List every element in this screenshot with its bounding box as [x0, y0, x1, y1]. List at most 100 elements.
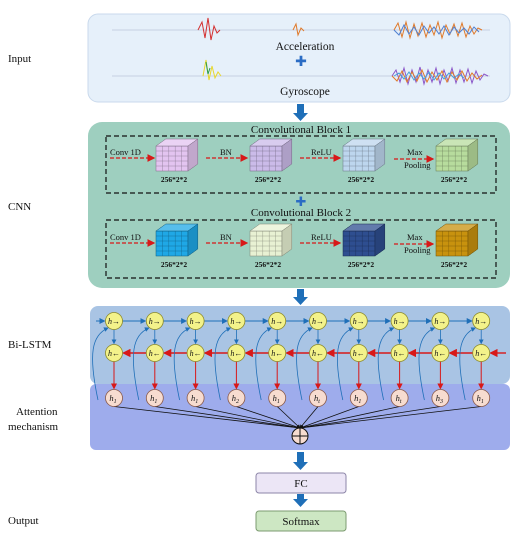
attention-weight-line	[299, 406, 400, 430]
attention-node-label: h1	[109, 393, 116, 405]
forward-lstm-cell: h→	[268, 312, 287, 330]
backward-cell-label: h←	[271, 349, 283, 358]
attention-node-label: h1	[354, 393, 361, 405]
block1-op-max: Max	[407, 147, 423, 157]
block1-op-relu: ReLU	[311, 147, 332, 157]
backward-lstm-cell: h←	[186, 344, 205, 362]
backward-cell-label: h←	[230, 349, 242, 358]
block1-shape-label-2: 256*2*2	[255, 175, 282, 184]
row-label-attention: Attention	[16, 406, 58, 418]
row-label-input: Input	[8, 53, 31, 65]
conv-block-1-title: Convolutional Block 1	[251, 124, 351, 136]
gyroscope-label: Gyroscope	[280, 86, 330, 98]
forward-cell-label: h→	[230, 317, 242, 326]
backward-lstm-cell: h←	[227, 344, 246, 362]
attention-hidden-node: ht	[390, 389, 409, 407]
forward-lstm-cell: h→	[390, 312, 409, 330]
forward-cell-label: h→	[434, 317, 446, 326]
forward-lstm-cell: h→	[349, 312, 368, 330]
forward-input-curve	[459, 327, 476, 401]
arrow-cnn-to-bilstm	[293, 289, 308, 305]
block1-shape-label-4: 256*2*2	[441, 175, 468, 184]
input-panel: Acceleration ✚ Gyroscope	[87, 13, 511, 103]
block1-feature-map-4	[435, 138, 479, 172]
backward-lstm-cell: h←	[472, 344, 491, 362]
forward-input-curve	[336, 327, 354, 401]
attention-hidden-node: h1	[186, 389, 205, 407]
conv-block-2-frame	[105, 219, 497, 279]
block2-shape-label-4: 256*2*2	[441, 260, 468, 269]
acceleration-label: Acceleration	[276, 41, 335, 53]
backward-cell-label: h←	[434, 349, 446, 358]
forward-input-curve	[173, 327, 191, 401]
forward-input-curve	[132, 327, 150, 401]
forward-lstm-cell: h→	[309, 312, 327, 330]
attention-weight-line	[113, 406, 301, 430]
forward-cell-label: h→	[271, 317, 283, 326]
attention-weight-line	[299, 406, 441, 430]
backward-cell-label: h←	[190, 349, 202, 358]
attention-node-label: h2	[232, 393, 239, 405]
arrow-attention-to-fc	[293, 452, 308, 470]
attention-hidden-node: ht	[309, 389, 327, 407]
attention-weight-line	[299, 406, 359, 429]
attention-weight-line	[195, 406, 301, 430]
arrow-input-to-cnn	[293, 104, 308, 121]
block1-shape-label-3: 256*2*2	[348, 175, 375, 184]
attention-weight-line	[276, 406, 301, 429]
attention-hidden-node: h1	[472, 389, 491, 407]
block2-op-max: Max	[407, 232, 423, 242]
forward-lstm-cell: h→	[105, 312, 123, 330]
block2-feature-map-1	[155, 223, 199, 257]
block1-shape-label-1: 256*2*2	[161, 175, 188, 184]
block1-feature-map-1	[155, 138, 199, 172]
forward-cell-label: h→	[108, 317, 120, 326]
row-label-cnn: CNN	[8, 201, 31, 213]
forward-lstm-cell: h→	[186, 312, 205, 330]
row-label-bilstm: Bi-LSTM	[8, 339, 52, 351]
block2-op-pooling: Pooling	[404, 245, 431, 255]
arrow-fc-to-softmax	[293, 494, 308, 507]
row-label-mechanism: mechanism	[8, 421, 59, 433]
attention-node-label: h1	[191, 393, 198, 405]
attention-node-label: h3	[436, 393, 443, 405]
backward-cell-label: h←	[353, 349, 365, 358]
forward-cell-label: h→	[312, 317, 324, 326]
plus-icon-cnn: ✚	[296, 195, 307, 210]
backward-lstm-cell: h←	[349, 344, 368, 362]
block2-feature-map-2	[249, 223, 293, 257]
backward-cell-label: h←	[394, 349, 406, 358]
backward-lstm-cell: h←	[431, 344, 450, 362]
attention-node-label: h1	[477, 393, 484, 405]
forward-cell-label: h→	[190, 317, 202, 326]
block2-shape-label-1: 256*2*2	[161, 260, 188, 269]
block2-feature-map-4	[435, 223, 479, 257]
cnn-panel: Convolutional Block 1 ✚ Convolutional Bl…	[88, 122, 510, 288]
attention-weight-line	[154, 406, 301, 430]
attention-node-label: ht	[396, 393, 402, 405]
attention-hidden-node: h1	[105, 389, 123, 407]
block1-op-bn: BN	[220, 147, 232, 157]
row-label-output: Output	[8, 515, 39, 527]
softmax-label: Softmax	[282, 516, 320, 528]
attention-hidden-node: h1	[145, 389, 164, 407]
block2-op-relu: ReLU	[311, 232, 332, 242]
backward-lstm-cell: h←	[309, 344, 327, 362]
backward-cell-label: h←	[312, 349, 324, 358]
backward-lstm-cell: h←	[268, 344, 287, 362]
block1-feature-map-3	[342, 138, 386, 172]
attention-node-label: h1	[273, 393, 280, 405]
attention-hidden-node: h1	[349, 389, 368, 407]
conv-block-1-frame	[105, 135, 497, 194]
attention-node-label: ht	[314, 393, 320, 405]
fc-label: FC	[294, 478, 307, 490]
forward-cell-label: h→	[394, 317, 406, 326]
attention-hidden-node: h1	[268, 389, 287, 407]
forward-input-curve	[92, 327, 109, 401]
block1-op-pooling: Pooling	[404, 160, 431, 170]
softmax-layer: Softmax	[255, 510, 347, 532]
attention-hidden-node: h3	[431, 389, 450, 407]
forward-lstm-cell: h→	[431, 312, 450, 330]
backward-lstm-cell: h←	[145, 344, 164, 362]
